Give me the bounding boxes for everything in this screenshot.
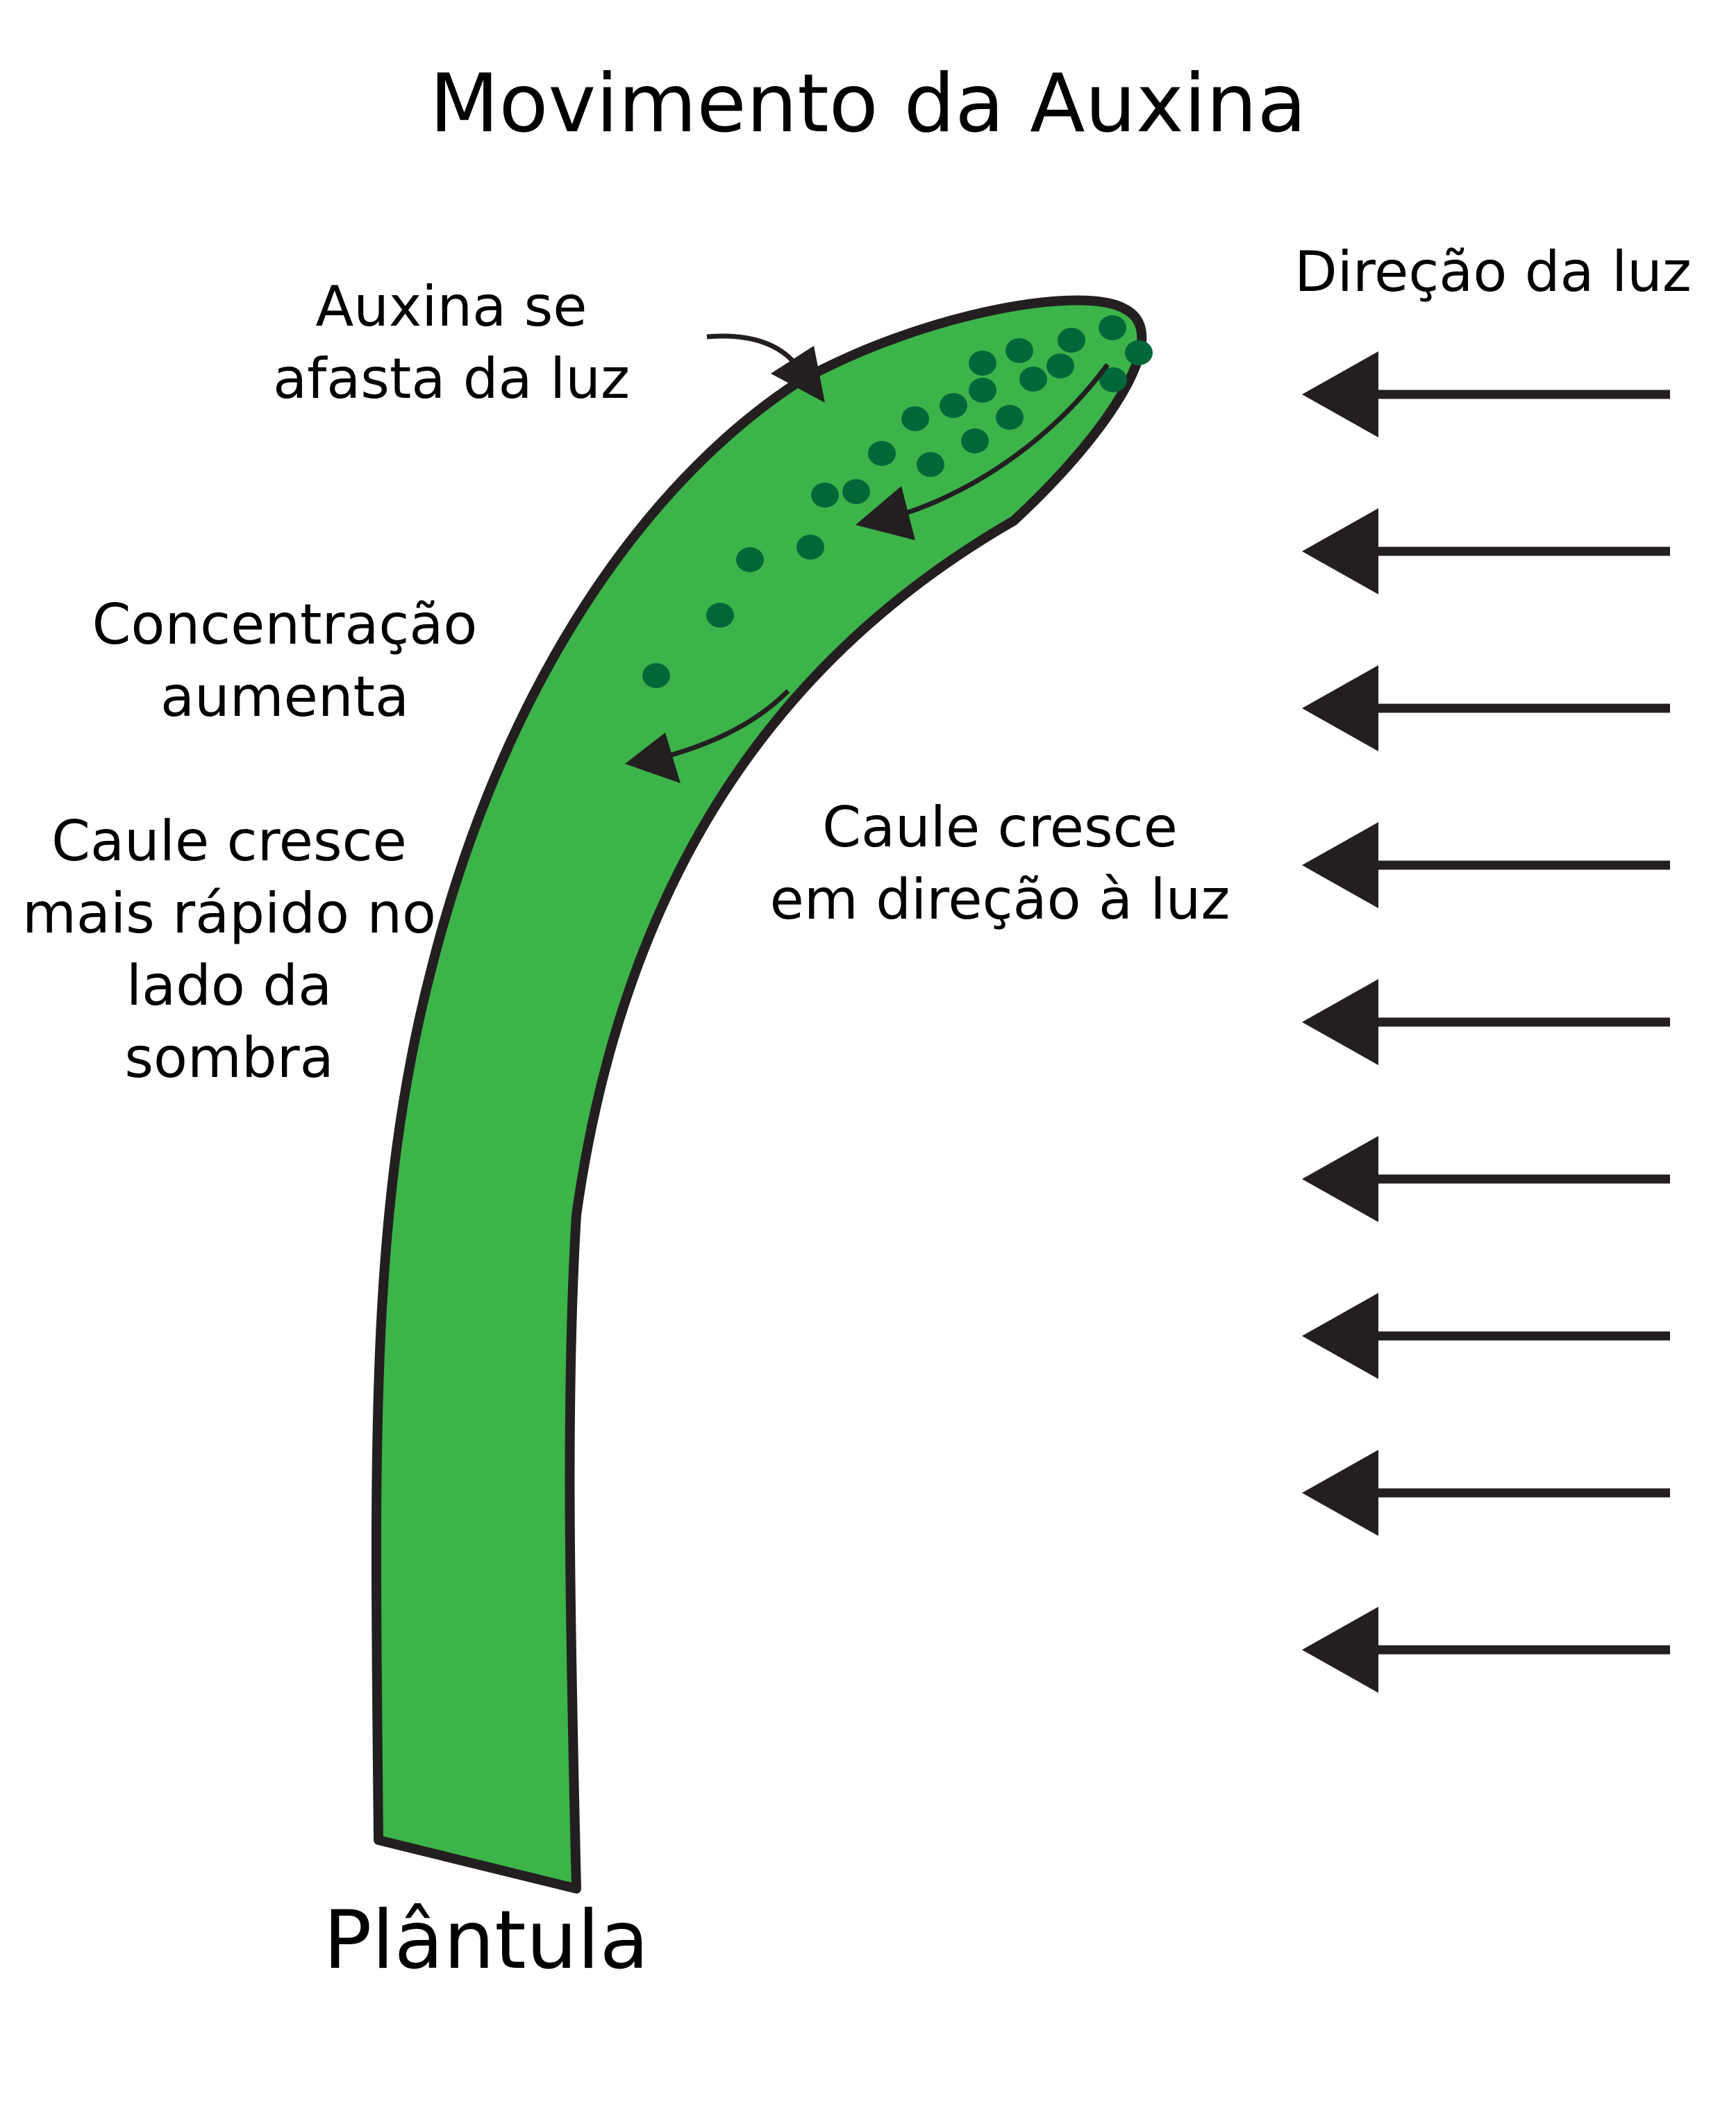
grows-toward-light-line-2: em direção à luz: [769, 867, 1230, 932]
grows-toward-light-label: Caule cresce em direção à luz: [736, 792, 1264, 936]
auxin-dot: [1058, 328, 1085, 353]
shade-side-growth-label: Caule cresce mais rápido no lado da somb…: [0, 805, 458, 1094]
auxin-dot: [1019, 367, 1047, 392]
light-direction-label: Direção da luz: [1294, 240, 1692, 304]
auxin-dot: [969, 351, 996, 376]
light-arrow: [1302, 822, 1670, 908]
auxin-dot: [917, 452, 944, 477]
auxin-moves-away-label: Auxina se afasta da luz: [229, 271, 674, 415]
auxin-dot: [940, 393, 967, 418]
auxin-dot: [996, 405, 1024, 430]
concentration-increases-line-2: aumenta: [160, 665, 409, 729]
light-arrow: [1302, 508, 1670, 594]
seedling-stem: [371, 295, 1147, 1894]
shade-side-growth-line-4: sombra: [124, 1026, 334, 1090]
light-arrow: [1302, 1607, 1670, 1693]
diagram-title: Movimento da Auxina: [429, 57, 1307, 151]
auxin-dots: [642, 315, 1153, 688]
auxin-moves-away-line-2: afasta da luz: [273, 346, 630, 411]
auxin-moves-away-line-1: Auxina se: [315, 274, 587, 339]
auxin-dot: [1125, 340, 1153, 365]
auxin-dot: [969, 378, 996, 403]
light-arrow: [1302, 1136, 1670, 1222]
auxin-dot: [868, 441, 896, 466]
auxin-dot: [706, 603, 734, 628]
auxin-dot: [901, 406, 929, 431]
light-arrows: [1302, 351, 1670, 1693]
grows-toward-light-line-1: Caule cresce: [822, 795, 1178, 860]
auxin-dot: [796, 535, 824, 560]
seedling-label: Plântula: [323, 1894, 649, 1987]
concentration-increases-line-1: Concentração: [92, 592, 478, 657]
auxin-flow-arrow-upper: [856, 362, 1110, 540]
shade-side-growth-line-1: Caule cresce: [51, 809, 407, 874]
light-arrow: [1302, 1293, 1670, 1379]
auxin-dot: [961, 428, 989, 453]
light-arrow: [1302, 351, 1670, 437]
light-arrow: [1302, 665, 1670, 751]
auxin-dot: [1099, 315, 1126, 340]
concentration-increases-label: Concentração aumenta: [42, 589, 528, 733]
label-pointer-arrow: [706, 333, 825, 403]
shade-side-growth-line-3: lado da: [126, 953, 333, 1018]
auxin-dot: [736, 547, 764, 572]
auxin-flow-arrow-lower: [625, 689, 790, 783]
auxin-dot: [842, 479, 870, 504]
auxin-dot: [811, 483, 839, 508]
auxin-dot: [1046, 353, 1074, 378]
auxin-dot: [1005, 338, 1033, 363]
auxin-dot: [1099, 367, 1127, 392]
shade-side-growth-line-2: mais rápido no: [22, 881, 436, 946]
auxin-dot: [642, 663, 670, 688]
light-arrow: [1302, 979, 1670, 1065]
light-arrow: [1302, 1450, 1670, 1536]
